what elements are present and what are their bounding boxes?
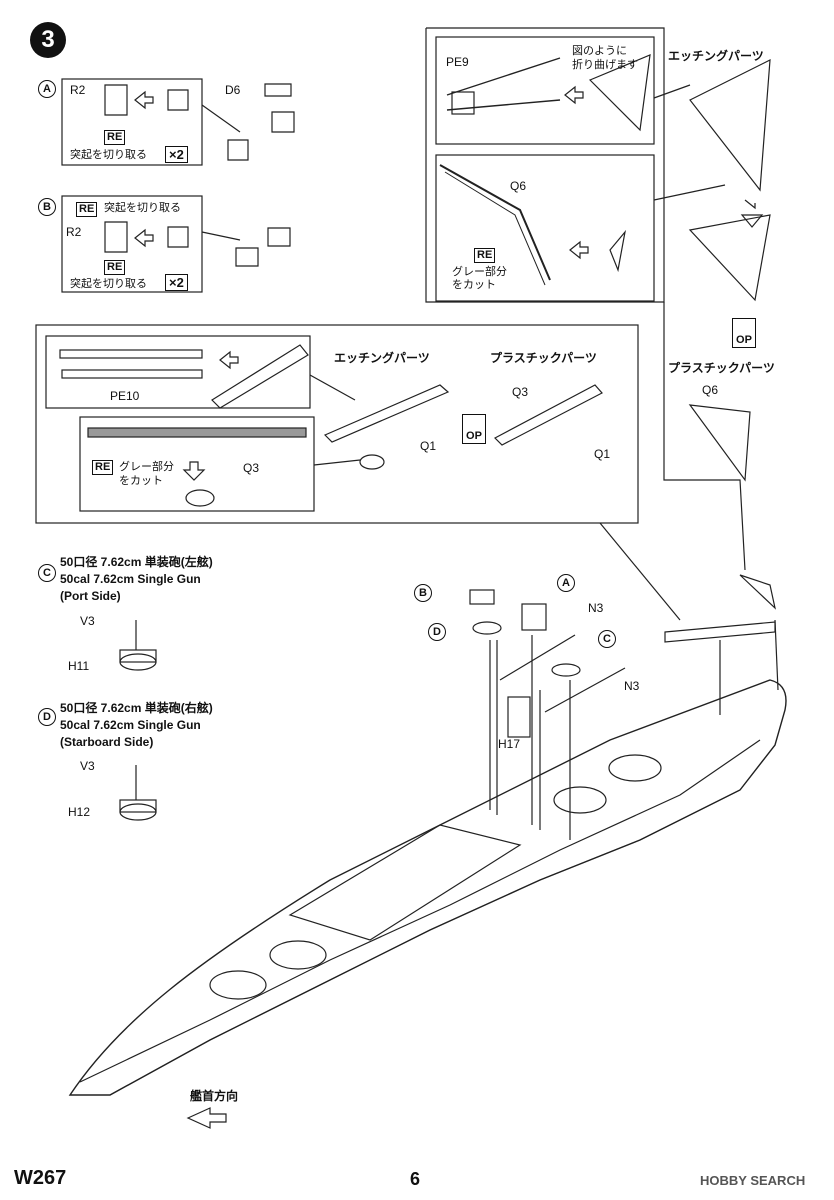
crane-pe-title: エッチングパーツ [668, 49, 764, 63]
gun-d-title-en: 50cal 7.62cm Single Gun [60, 718, 201, 732]
boom-frame [35, 324, 639, 524]
hull-callout-c: C [598, 630, 616, 648]
hull-callout-a: A [557, 574, 575, 592]
crane-pe-frame [435, 36, 655, 145]
gun-c-letter: C [38, 564, 56, 582]
hull-callout-b: B [414, 584, 432, 602]
boom-q1-right: Q1 [594, 447, 611, 461]
step-number-badge: 3 [30, 22, 66, 58]
q3-cut-subframe [79, 416, 315, 512]
boom-q3: Q3 [512, 385, 529, 399]
pe10-subframe [45, 335, 311, 409]
panel-a-note: 突起を切り取る [70, 149, 147, 161]
panel-a-part-r2: R2 [70, 83, 86, 97]
panel-a-re-badge: RE [104, 130, 126, 145]
hull-h17: H17 [498, 737, 521, 751]
gun-d-letter: D [38, 708, 56, 726]
crane-cut-frame [435, 154, 655, 302]
gun-d-v3: V3 [80, 759, 95, 773]
gun-c-title-en: 50cal 7.62cm Single Gun [60, 572, 201, 586]
hull-n3-top: N3 [588, 601, 604, 615]
panel-b-part-r2: R2 [66, 225, 82, 239]
crane-op-badge: OP [732, 318, 756, 348]
crane-cut-q6-label: Q6 [510, 179, 527, 193]
gun-d-h12: H12 [68, 805, 91, 819]
panel-b-frame [61, 195, 203, 293]
gun-d-side: (Starboard Side) [60, 735, 154, 749]
panel-b-re-badge-top: RE [76, 202, 98, 217]
panel-b-note-bottom: 突起を切り取る [70, 278, 147, 290]
boom-op-badge: OP [462, 414, 486, 444]
panel-a-part-d6: D6 [225, 83, 241, 97]
panel-b-note-top: 突起を切り取る [104, 202, 181, 214]
gun-c-v3: V3 [80, 614, 95, 628]
crane-pe-instruction: 図のように 折り曲げます [572, 45, 638, 71]
crane-op-text: OP [736, 334, 752, 346]
footer-code: W267 [14, 1167, 67, 1189]
hull-callout-d: D [428, 623, 446, 641]
boom-pe10-label: PE10 [110, 389, 140, 403]
crane-cut-note: グレー部分 をカット [452, 266, 507, 291]
crane-plastic-title: プラスチックパーツ [668, 361, 775, 375]
crane-pe9-label: PE9 [446, 55, 469, 69]
panel-b-letter: B [38, 198, 56, 216]
panel-a-letter: A [38, 80, 56, 98]
panel-a-frame [61, 78, 203, 166]
crane-cut-re-badge: RE [474, 248, 496, 263]
gun-c-h11: H11 [68, 659, 90, 673]
bow-direction-label: 艦首方向 [190, 1089, 239, 1103]
panel-a-qty: ×2 [165, 146, 188, 163]
boom-op-text: OP [466, 430, 482, 442]
footer-watermark: HOBBY SEARCH [700, 1173, 806, 1188]
boom-q3-bottom: Q3 [243, 461, 260, 475]
boom-re-badge: RE [92, 460, 114, 475]
boom-q1-left: Q1 [420, 439, 437, 453]
boom-plastic-title: プラスチックパーツ [490, 351, 597, 365]
gun-c-title-jp: 50口径 7.62cm 単装砲(左舷) [60, 555, 213, 569]
panel-b-re-badge-bottom: RE [104, 260, 126, 275]
footer-page-number: 6 [410, 1169, 421, 1189]
hull-n3-bottom: N3 [624, 679, 640, 693]
boom-re-note: グレー部分 をカット [119, 461, 174, 487]
crane-plastic-q6-label: Q6 [702, 383, 719, 397]
panel-b-qty: ×2 [165, 274, 188, 291]
gun-c-side: (Port Side) [60, 589, 121, 603]
boom-etching-title: エッチングパーツ [334, 351, 430, 365]
gun-d-title-jp: 50口径 7.62cm 単装砲(右舷) [60, 701, 213, 715]
